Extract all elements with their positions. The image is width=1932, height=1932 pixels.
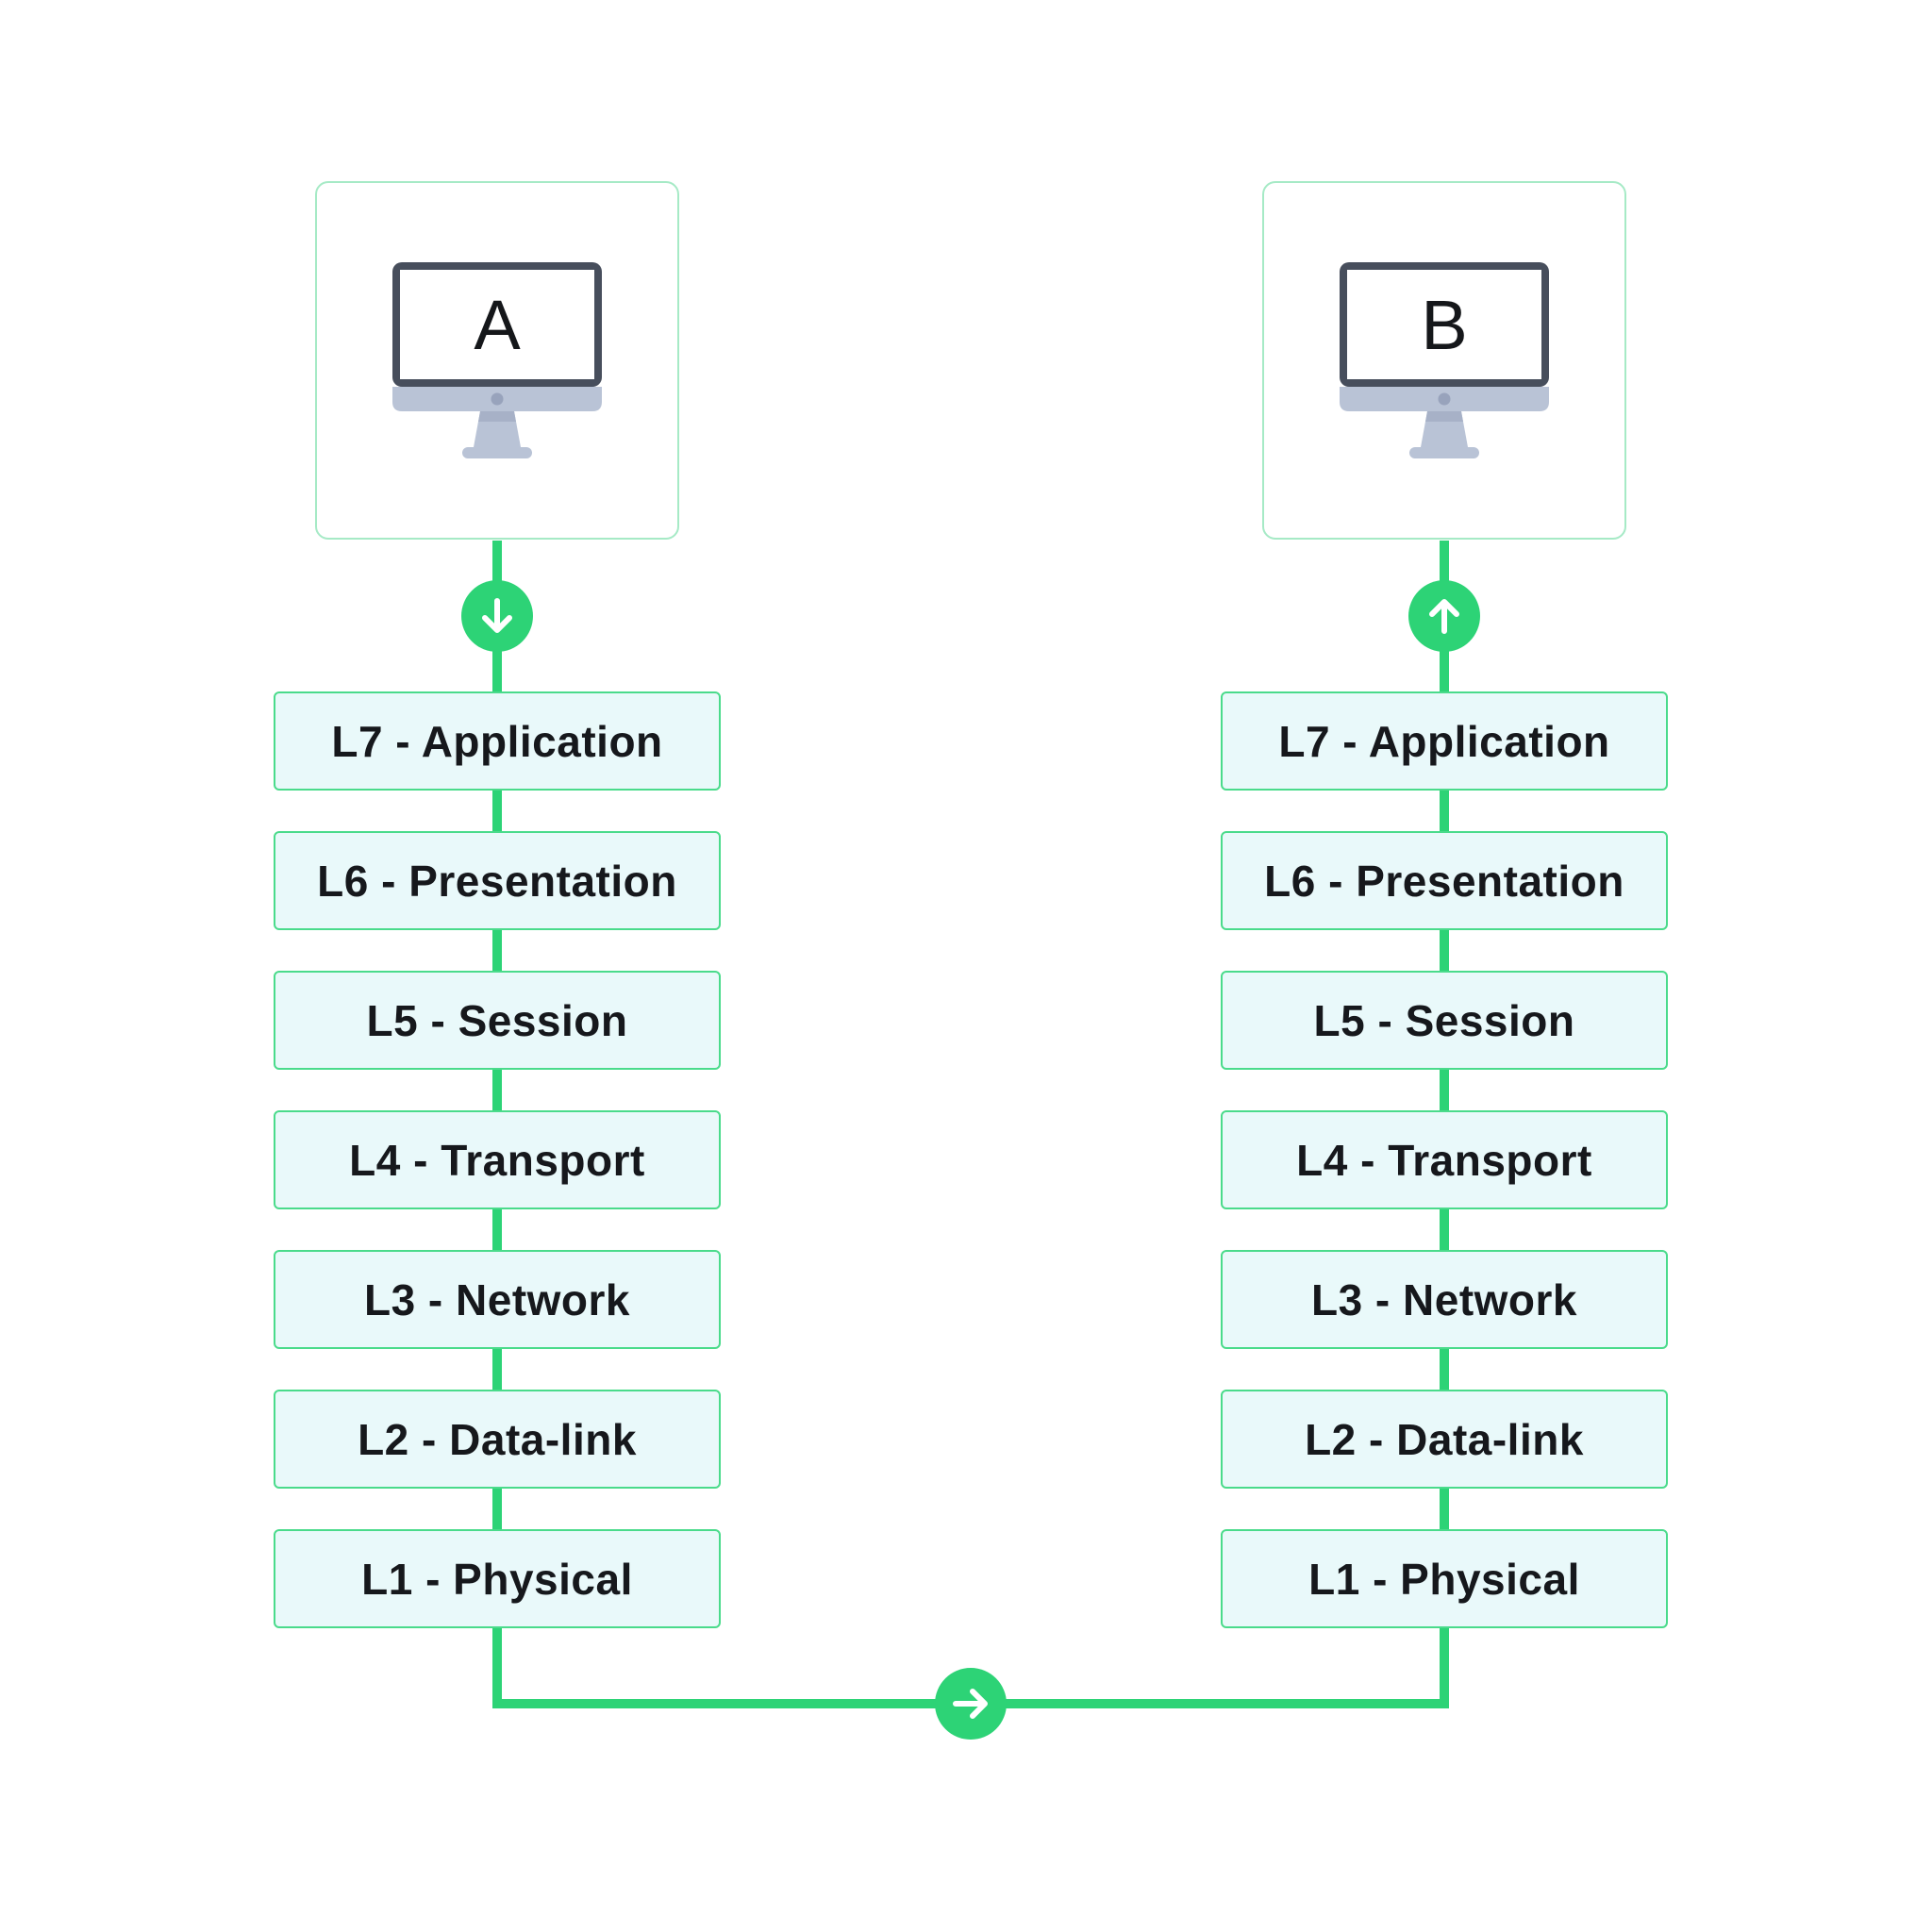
layer-box-b-l2: L2 - Data-link: [1221, 1390, 1668, 1489]
computer-b-card: B: [1262, 181, 1626, 540]
arrow-up-badge: [1408, 580, 1480, 652]
monitor-icon: B: [1340, 262, 1549, 458]
layer-box-b-l6: L6 - Presentation: [1221, 831, 1668, 930]
layer-box-b-l5: L5 - Session: [1221, 971, 1668, 1070]
arrow-right-icon: [953, 1689, 988, 1719]
layer-stack-b: L7 - Application L6 - Presentation L5 - …: [1221, 691, 1668, 1628]
layer-box-a-l1: L1 - Physical: [274, 1529, 721, 1628]
arrow-down-icon: [482, 598, 512, 633]
computer-a-card: A: [315, 181, 679, 540]
arrow-up-icon: [1429, 599, 1459, 634]
layer-box-b-l7: L7 - Application: [1221, 691, 1668, 791]
computer-a-label: A: [474, 286, 521, 364]
layer-box-a-l7: L7 - Application: [274, 691, 721, 791]
layer-box-b-l3: L3 - Network: [1221, 1250, 1668, 1349]
arrow-down-badge: [461, 580, 533, 652]
layer-box-a-l4: L4 - Transport: [274, 1110, 721, 1209]
layer-box-a-l2: L2 - Data-link: [274, 1390, 721, 1489]
computer-b-monitor: B: [1340, 262, 1549, 458]
layer-box-a-l5: L5 - Session: [274, 971, 721, 1070]
layer-box-a-l6: L6 - Presentation: [274, 831, 721, 930]
arrow-right-badge: [935, 1668, 1007, 1740]
layer-stack-a: L7 - Application L6 - Presentation L5 - …: [274, 691, 721, 1628]
computer-a-monitor: A: [392, 262, 602, 458]
layer-box-a-l3: L3 - Network: [274, 1250, 721, 1349]
computer-b-label: B: [1421, 286, 1467, 364]
layer-box-b-l1: L1 - Physical: [1221, 1529, 1668, 1628]
layer-box-b-l4: L4 - Transport: [1221, 1110, 1668, 1209]
monitor-icon: A: [392, 262, 602, 458]
